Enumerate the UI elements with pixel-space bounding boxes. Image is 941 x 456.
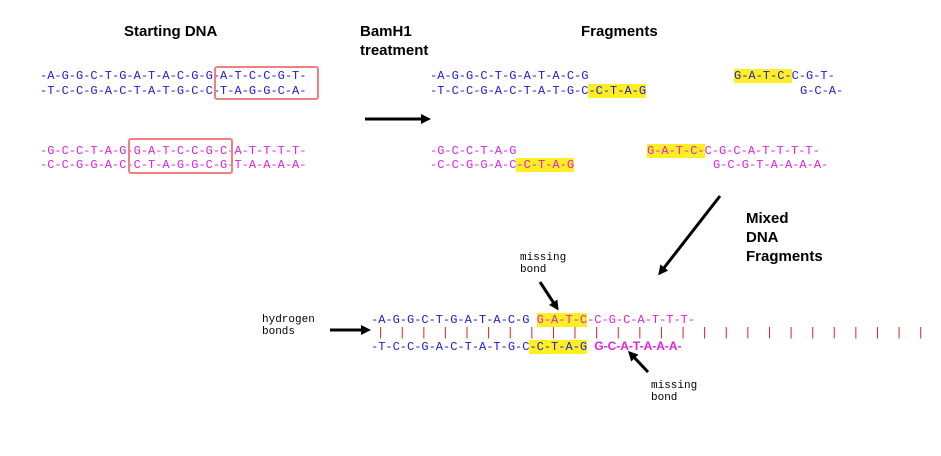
hydrogen-bonds-label: hydrogen bonds xyxy=(262,314,315,338)
mixed-top-strand: -A-G-G-C-T-G-A-T-A-C-G G-A-T-C-C-G-C-A-T… xyxy=(371,313,696,327)
fragment-pink-left-bottom: -C-C-G-G-A-C-C-T-A-G xyxy=(430,158,575,172)
sticky-end-highlight: G-A-T-C- xyxy=(647,144,705,158)
fragment-blue-right-bottom: G-C-A- xyxy=(800,84,844,98)
missing-bond-bottom-label: missing bond xyxy=(651,380,698,404)
missing-bond-top-arrow xyxy=(538,281,559,311)
starting-pink-bottom-strand: -C-C-G-G-A-C-C-T-A-G-G-C-G-T-A-A-A-A- xyxy=(40,158,307,172)
blue-recognition-site-box xyxy=(214,66,319,100)
fragment-blue-left-top: -A-G-G-C-T-G-A-T-A-C-G xyxy=(430,69,589,83)
hydrogen-bond-lines: | | | | | | | | | | | | | | | | | | | | … xyxy=(377,326,925,340)
fragment-pink-left-top: -G-C-C-T-A-G xyxy=(430,144,517,158)
sticky-end-highlight: G-A-T-C- xyxy=(734,69,792,83)
bamh1-treatment-label: BamH1 treatment xyxy=(360,23,429,59)
fragments-heading: Fragments xyxy=(581,23,658,40)
fragment-blue-left-bottom: -T-C-C-G-A-C-T-A-T-G-C-C-T-A-G xyxy=(430,84,647,98)
mixed-dna-fragments-label: Mixed DNA Fragments xyxy=(746,210,823,265)
starting-blue-bottom-strand: -T-C-C-G-A-C-T-A-T-G-C-C-T-A-G-G-C-A- xyxy=(40,84,307,98)
sticky-end-highlight: -C-T-A-G xyxy=(516,158,575,172)
starting-pink-top-strand: -G-C-C-T-A-G-G-A-T-C-C-G-C-A-T-T-T-T- xyxy=(40,144,307,158)
mixed-bottom-strand: -T-C-C-G-A-C-T-A-T-G-C-C-T-A-G G-C-A-T-A… xyxy=(371,339,682,354)
sticky-end-highlight: -C-T-A-G xyxy=(529,340,588,354)
missing-bond-bottom-arrow xyxy=(627,350,650,374)
missing-bond-top-label: missing bond xyxy=(520,252,567,276)
mixing-arrow xyxy=(658,195,722,276)
sticky-end-highlight: -C-T-A-G xyxy=(588,84,647,98)
sticky-end-highlight: G-A-T-C xyxy=(536,313,588,327)
starting-blue-top-strand: -A-G-G-C-T-G-A-T-A-C-G-G-A-T-C-C-G-T- xyxy=(40,69,307,83)
fragment-blue-right-top: G-A-T-C-C-G-T- xyxy=(734,69,835,83)
starting-dna-heading: Starting DNA xyxy=(124,23,218,40)
pink-recognition-site-box xyxy=(128,138,233,174)
fragment-pink-right-top: G-A-T-C-C-G-C-A-T-T-T-T- xyxy=(647,144,820,158)
fragment-pink-right-bottom: G-C-G-T-A-A-A-A- xyxy=(713,158,829,172)
